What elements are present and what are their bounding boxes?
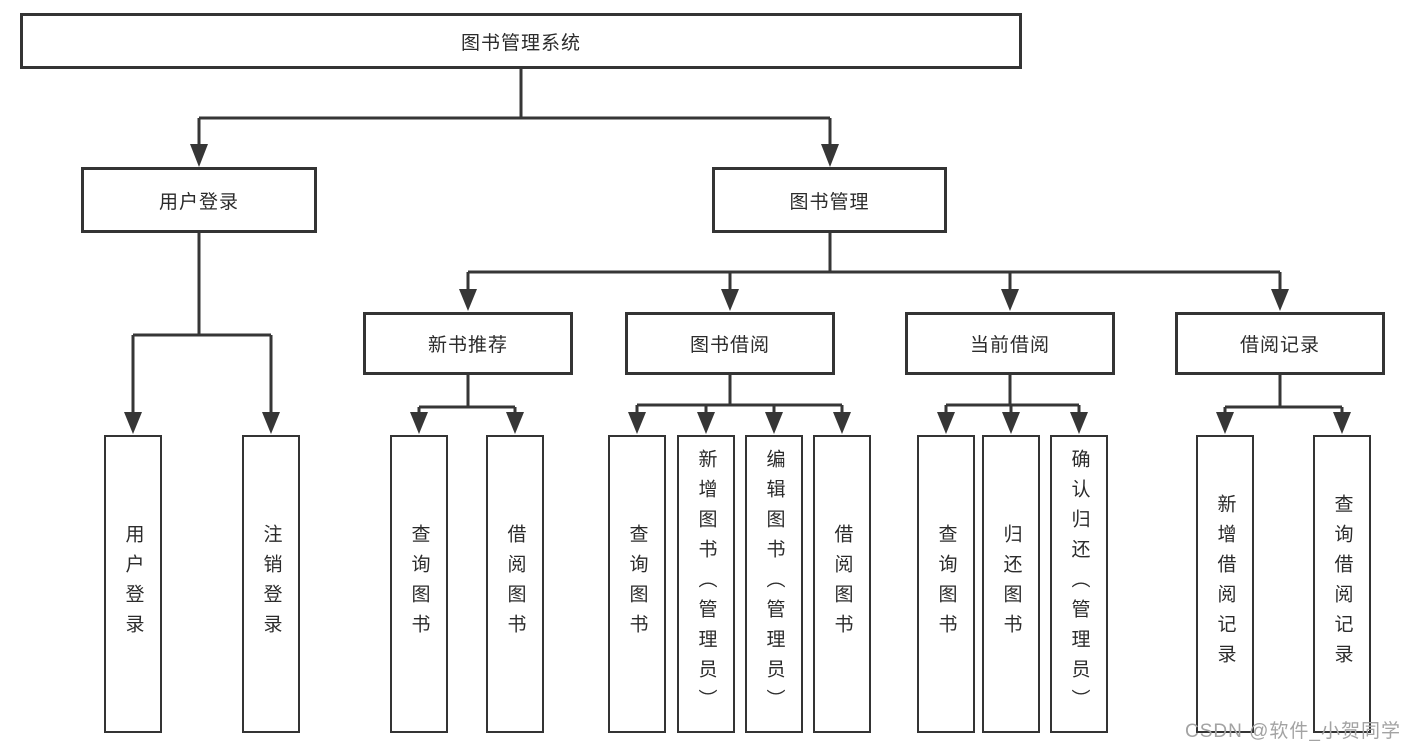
- node-leaf-bb-add-book-label: 新增图书（管理员）: [695, 449, 717, 719]
- csdn-watermark: CSDN @软件_小贺同学: [1185, 721, 1401, 742]
- node-book-borrow: 图书借阅: [625, 312, 835, 375]
- node-leaf-bb-edit-book-label: 编辑图书（管理员）: [763, 449, 785, 719]
- node-leaf-logout-label: 注销登录: [260, 524, 282, 644]
- node-new-book-rec: 新书推荐: [363, 312, 573, 375]
- node-root-label: 图书管理系统: [460, 32, 581, 54]
- node-book-management-label: 图书管理: [789, 191, 870, 213]
- connector-book-management-children: [459, 233, 1289, 311]
- node-leaf-bb-edit-book: 编辑图书（管理员）: [745, 435, 803, 733]
- connector-borrow-records-children: [1216, 375, 1351, 434]
- node-current-borrow-label: 当前借阅: [969, 335, 1050, 356]
- node-leaf-nbr-borrow-book: 借阅图书: [486, 435, 544, 733]
- node-leaf-br-query-record: 查询借阅记录: [1313, 435, 1371, 733]
- node-leaf-br-add-record: 新增借阅记录: [1196, 435, 1254, 733]
- connector-root-to-level2: [190, 69, 839, 167]
- connector-book-borrow-children: [628, 375, 851, 434]
- node-new-book-rec-label: 新书推荐: [427, 335, 508, 356]
- node-leaf-logout: 注销登录: [242, 435, 300, 733]
- node-book-management: 图书管理: [712, 167, 947, 233]
- node-leaf-cb-return-book-label: 归还图书: [1000, 524, 1022, 644]
- node-leaf-br-query-record-label: 查询借阅记录: [1331, 494, 1353, 674]
- connector-user-login-children: [124, 233, 280, 434]
- node-leaf-bb-add-book: 新增图书（管理员）: [677, 435, 735, 733]
- node-leaf-bb-borrow-book: 借阅图书: [813, 435, 871, 733]
- node-borrow-records: 借阅记录: [1175, 312, 1385, 375]
- node-leaf-bb-borrow-book-label: 借阅图书: [831, 524, 853, 644]
- node-user-login-label: 用户登录: [158, 191, 239, 213]
- node-current-borrow: 当前借阅: [905, 312, 1115, 375]
- node-leaf-br-add-record-label: 新增借阅记录: [1214, 494, 1236, 674]
- node-leaf-cb-confirm-return-label: 确认归还（管理员）: [1068, 449, 1090, 719]
- connector-new-book-rec-children: [410, 375, 524, 434]
- node-leaf-user-login-label: 用户登录: [122, 524, 144, 644]
- node-leaf-bb-query-book-label: 查询图书: [626, 524, 648, 644]
- node-leaf-nbr-query-book: 查询图书: [390, 435, 448, 733]
- node-leaf-cb-return-book: 归还图书: [982, 435, 1040, 733]
- node-root: 图书管理系统: [20, 13, 1022, 69]
- node-user-login: 用户登录: [81, 167, 317, 233]
- node-leaf-cb-confirm-return: 确认归还（管理员）: [1050, 435, 1108, 733]
- node-borrow-records-label: 借阅记录: [1239, 335, 1320, 356]
- node-leaf-nbr-query-book-label: 查询图书: [408, 524, 430, 644]
- node-leaf-cb-query-book: 查询图书: [917, 435, 975, 733]
- node-leaf-nbr-borrow-book-label: 借阅图书: [504, 524, 526, 644]
- connector-current-borrow-children: [937, 375, 1088, 434]
- node-leaf-cb-query-book-label: 查询图书: [935, 524, 957, 644]
- node-leaf-user-login: 用户登录: [104, 435, 162, 733]
- node-book-borrow-label: 图书借阅: [689, 335, 770, 356]
- node-leaf-bb-query-book: 查询图书: [608, 435, 666, 733]
